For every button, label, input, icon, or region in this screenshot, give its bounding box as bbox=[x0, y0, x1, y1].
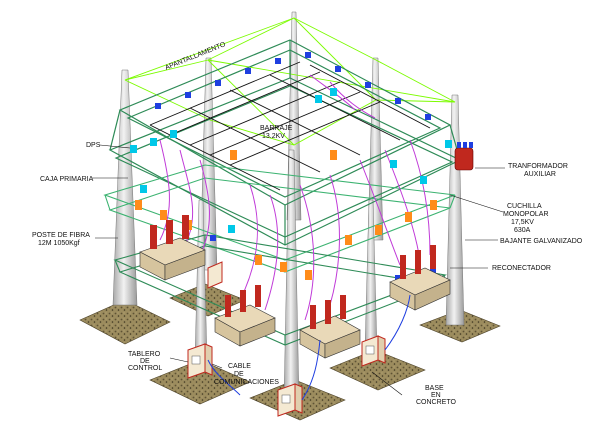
label-recloser: RECONECTADOR bbox=[492, 265, 551, 272]
comm-cables bbox=[207, 294, 411, 401]
label-pole-1: POSTE DE FIBRA bbox=[32, 232, 90, 239]
label-aux-transformer-2: AUXILIAR bbox=[524, 171, 556, 178]
label-comm-cable-1: CABLE bbox=[228, 363, 251, 370]
label-pole-2: 12M 1050Kgf bbox=[38, 240, 80, 247]
control-board-mid bbox=[207, 261, 223, 289]
label-switch-2: MONOPOLAR bbox=[503, 211, 549, 218]
leader-lines bbox=[92, 144, 505, 396]
label-primary-box: CAJA PRIMARIA bbox=[40, 176, 94, 183]
label-switch-3: 17,5KV bbox=[511, 219, 534, 226]
label-shield: APANTALLAMENTO bbox=[164, 41, 227, 72]
control-board-right bbox=[361, 335, 386, 367]
control-board-bottom bbox=[277, 383, 303, 417]
label-comm-cable-3: COMUNICACIONES bbox=[214, 379, 279, 386]
label-base-2: EN bbox=[431, 392, 441, 399]
label-surge-arrester: DPS bbox=[86, 142, 101, 149]
insulator-cyan bbox=[130, 88, 452, 233]
label-aux-transformer-1: TRANFORMADOR bbox=[508, 163, 568, 170]
insulators bbox=[130, 52, 452, 341]
label-busbar-1: BARRAJE bbox=[260, 125, 293, 132]
recloser-left bbox=[139, 215, 206, 281]
control-board-left bbox=[187, 343, 213, 379]
label-base-1: BASE bbox=[425, 385, 444, 392]
label-switch-1: CUCHILLA bbox=[507, 203, 542, 210]
base-footing bbox=[149, 359, 251, 405]
insulator-orange bbox=[135, 150, 437, 280]
busbar-grid bbox=[149, 61, 431, 191]
recloser-mid-right bbox=[299, 295, 361, 359]
recloser-mid-left bbox=[214, 285, 276, 347]
pole-front-left bbox=[112, 69, 138, 306]
label-control-board-2: DE bbox=[140, 358, 150, 365]
label-control-board-3: CONTROL bbox=[128, 365, 162, 372]
label-busbar-2: 13.2KV bbox=[262, 133, 285, 140]
base-footing bbox=[79, 299, 171, 345]
aux-transformer bbox=[454, 142, 474, 171]
label-comm-cable-2: DE bbox=[234, 371, 244, 378]
label-switch-4: 630A bbox=[514, 227, 531, 234]
label-control-board-1: TABLERO bbox=[128, 351, 161, 358]
label-galvanized-down: BAJANTE GALVANIZADO bbox=[500, 238, 583, 245]
label-base-3: CONCRETO bbox=[416, 399, 456, 406]
base-footing bbox=[329, 349, 426, 391]
